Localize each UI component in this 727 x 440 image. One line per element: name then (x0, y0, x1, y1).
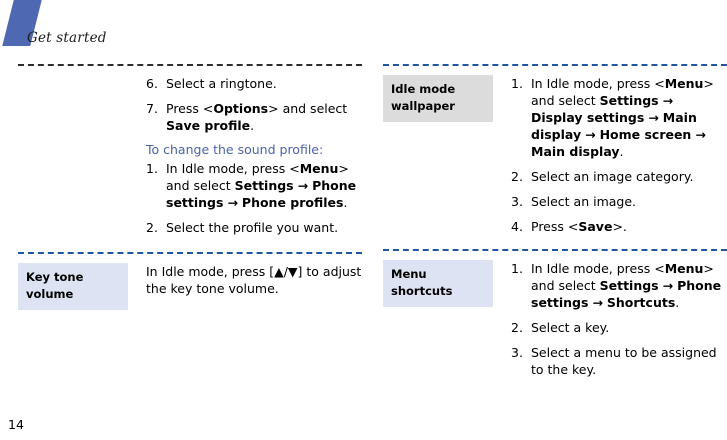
page-header: Get started (0, 0, 727, 58)
step-number: 2. (146, 220, 158, 235)
menu-shortcuts-label: Menu shortcuts (383, 260, 493, 307)
separator-left-middle (18, 252, 362, 254)
step-number: 3. (511, 345, 523, 360)
right-column: Idle mode wallpaper 1. In Idle mode, pre… (383, 64, 727, 378)
idle-mode-wallpaper-steps: 1. In Idle mode, press <Menu> and select… (511, 75, 727, 235)
sound-profile-steps: 1. In Idle mode, press <Menu> and select… (146, 160, 362, 236)
step-text: Press <Options> and select Save profile. (166, 101, 348, 133)
step-number: 1. (511, 261, 523, 276)
step-number: 1. (511, 76, 523, 91)
step-number: 2. (511, 320, 523, 335)
list-item: 4. Press <Save>. (511, 218, 727, 235)
list-item: 3. Select a menu to be assigned to the k… (511, 344, 727, 378)
menu-shortcuts-row: Menu shortcuts 1. In Idle mode, press <M… (383, 251, 727, 378)
separator-right-middle (383, 249, 727, 251)
menu-shortcuts-body: 1. In Idle mode, press <Menu> and select… (511, 260, 727, 378)
step-text: Select the profile you want. (166, 220, 339, 235)
list-item: 7. Press <Options> and select Save profi… (146, 100, 362, 134)
key-tone-volume-body: In Idle mode, press [▲/▼] to adjust the … (146, 263, 362, 297)
spacer (383, 235, 727, 249)
step-text: Select a key. (531, 320, 610, 335)
step-text: In Idle mode, press <Menu> and select Se… (166, 161, 357, 210)
separator-right-top (383, 64, 727, 66)
key-tone-volume-text: In Idle mode, press [▲/▼] to adjust the … (146, 264, 362, 296)
step-text: Select a ringtone. (166, 76, 277, 91)
menu-shortcuts-steps: 1. In Idle mode, press <Menu> and select… (511, 260, 727, 378)
spacer (18, 236, 362, 252)
list-item: 6. Select a ringtone. (146, 75, 362, 92)
list-item: 2. Select an image category. (511, 168, 727, 185)
left-column: 6. Select a ringtone. 7. Press <Options>… (18, 64, 362, 310)
menu-shortcuts-label-cell: Menu shortcuts (383, 260, 493, 307)
step-number: 4. (511, 219, 523, 234)
step-number: 3. (511, 194, 523, 209)
idle-mode-wallpaper-body: 1. In Idle mode, press <Menu> and select… (511, 75, 727, 235)
list-item: 2. Select a key. (511, 319, 727, 336)
list-item: 3. Select an image. (511, 193, 727, 210)
key-tone-volume-row: Key tone volume In Idle mode, press [▲/▼… (18, 254, 362, 310)
key-tone-volume-label-cell: Key tone volume (18, 263, 128, 310)
sound-profile-subheading: To change the sound profile: (146, 142, 324, 157)
list-item: 1. In Idle mode, press <Menu> and select… (511, 260, 727, 311)
chapter-title: Get started (27, 30, 107, 46)
list-item: 1. In Idle mode, press <Menu> and select… (146, 160, 362, 211)
page-number: 14 (8, 417, 24, 432)
separator-left-top (18, 64, 362, 66)
sound-profile-body: 6. Select a ringtone. 7. Press <Options>… (146, 75, 362, 236)
step-number: 1. (146, 161, 158, 176)
idle-mode-wallpaper-label: Idle mode wallpaper (383, 75, 493, 122)
step-text: Press <Save>. (531, 219, 627, 234)
sound-profile-row: 6. Select a ringtone. 7. Press <Options>… (18, 66, 362, 236)
step-text: In Idle mode, press <Menu> and select Se… (531, 76, 714, 159)
step-number: 2. (511, 169, 523, 184)
step-number: 6. (146, 76, 158, 91)
idle-mode-wallpaper-row: Idle mode wallpaper 1. In Idle mode, pre… (383, 66, 727, 235)
step-text: Select an image category. (531, 169, 694, 184)
sound-profile-steps-continued: 6. Select a ringtone. 7. Press <Options>… (146, 75, 362, 134)
list-item: 2. Select the profile you want. (146, 219, 362, 236)
step-text: Select a menu to be assigned to the key. (531, 345, 717, 377)
key-tone-volume-label: Key tone volume (18, 263, 128, 310)
idle-mode-wallpaper-label-cell: Idle mode wallpaper (383, 75, 493, 122)
step-text: Select an image. (531, 194, 636, 209)
list-item: 1. In Idle mode, press <Menu> and select… (511, 75, 727, 160)
step-text: In Idle mode, press <Menu> and select Se… (531, 261, 722, 310)
step-number: 7. (146, 101, 158, 116)
